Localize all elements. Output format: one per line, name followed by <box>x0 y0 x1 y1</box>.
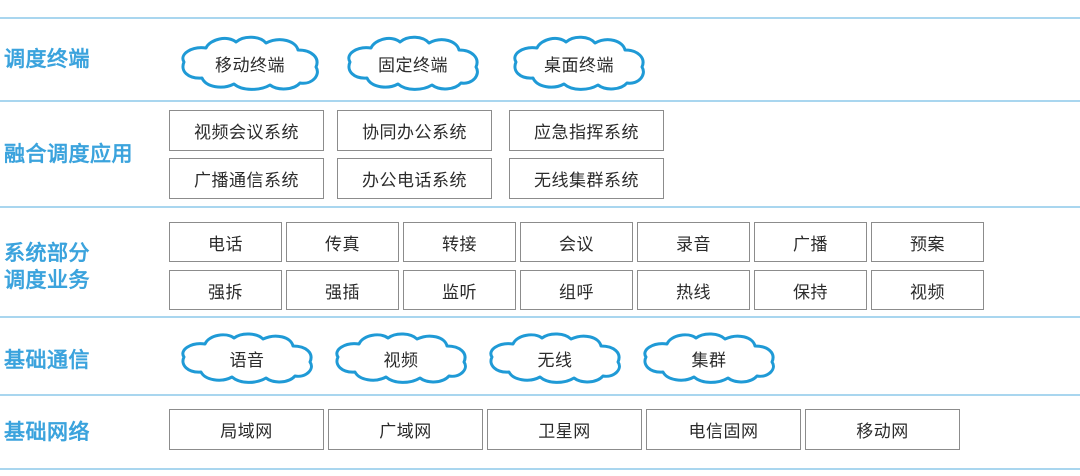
box-node-monitoring[interactable]: 监听 <box>403 270 516 310</box>
separator-rule-2 <box>0 206 1080 208</box>
cloud-shape-icon <box>347 35 479 91</box>
box-node-conference[interactable]: 会议 <box>520 222 633 262</box>
box-node-broadcast[interactable]: 广播 <box>754 222 867 262</box>
box-node-fax[interactable]: 传真 <box>286 222 399 262</box>
box-node-plan[interactable]: 预案 <box>871 222 984 262</box>
separator-rule-3 <box>0 316 1080 318</box>
box-node-satellite-network[interactable]: 卫星网 <box>487 409 642 450</box>
cloud-node-label: 固定终端 <box>378 55 448 75</box>
cloud-node-desktop-terminal[interactable]: 桌面终端 <box>508 34 650 92</box>
cloud-shape-icon <box>489 332 621 384</box>
cloud-node-wireless[interactable]: 无线 <box>484 331 626 385</box>
cloud-node-voice[interactable]: 语音 <box>176 331 318 385</box>
separator-rule-4 <box>0 394 1080 396</box>
box-node-hold[interactable]: 保持 <box>754 270 867 310</box>
row-label-system-dispatch-service: 系统部分 调度业务 <box>4 242 90 292</box>
box-node-video[interactable]: 视频 <box>871 270 984 310</box>
cloud-node-label: 语音 <box>229 350 265 370</box>
box-node-emergency-command-system[interactable]: 应急指挥系统 <box>509 110 664 151</box>
cloud-node-label: 集群 <box>691 350 727 370</box>
box-node-collaborative-office-system[interactable]: 协同办公系统 <box>337 110 492 151</box>
box-node-transfer[interactable]: 转接 <box>403 222 516 262</box>
cloud-node-trunking[interactable]: 集群 <box>638 331 780 385</box>
cloud-shape-icon <box>643 332 775 384</box>
cloud-node-label: 移动终端 <box>215 55 285 75</box>
cloud-shape-icon <box>181 332 313 384</box>
box-node-recording[interactable]: 录音 <box>637 222 750 262</box>
cloud-node-mobile-terminal[interactable]: 移动终端 <box>176 34 324 92</box>
box-node-telecom-fixed-network[interactable]: 电信固网 <box>646 409 801 450</box>
cloud-shape-icon <box>335 332 467 384</box>
separator-rule-bottom <box>0 468 1080 470</box>
cloud-node-video[interactable]: 视频 <box>330 331 472 385</box>
row-label-basic-network: 基础网络 <box>4 421 90 444</box>
cloud-shape-icon <box>181 35 319 91</box>
box-node-lan[interactable]: 局域网 <box>169 409 324 450</box>
box-node-telephone[interactable]: 电话 <box>169 222 282 262</box>
box-node-wan[interactable]: 广域网 <box>328 409 483 450</box>
cloud-shape-icon <box>513 35 645 91</box>
box-node-video-conference-system[interactable]: 视频会议系统 <box>169 110 324 151</box>
row-label-dispatch-terminal: 调度终端 <box>4 48 90 71</box>
box-node-forced-release[interactable]: 强拆 <box>169 270 282 310</box>
box-node-group-call[interactable]: 组呼 <box>520 270 633 310</box>
box-node-hotline[interactable]: 热线 <box>637 270 750 310</box>
cloud-node-fixed-terminal[interactable]: 固定终端 <box>342 34 484 92</box>
separator-rule-1 <box>0 100 1080 102</box>
box-node-forced-insert[interactable]: 强插 <box>286 270 399 310</box>
cloud-node-label: 视频 <box>383 350 419 370</box>
row-label-converged-dispatch-application: 融合调度应用 <box>4 143 133 166</box>
box-node-office-telephone-system[interactable]: 办公电话系统 <box>337 158 492 199</box>
cloud-node-label: 桌面终端 <box>544 55 614 75</box>
separator-rule-top <box>0 17 1080 19</box>
box-node-broadcast-communication-system[interactable]: 广播通信系统 <box>169 158 324 199</box>
box-node-mobile-network[interactable]: 移动网 <box>805 409 960 450</box>
cloud-node-label: 无线 <box>537 350 573 370</box>
row-label-basic-communication: 基础通信 <box>4 349 90 372</box>
box-node-wireless-trunking-system[interactable]: 无线集群系统 <box>509 158 664 199</box>
